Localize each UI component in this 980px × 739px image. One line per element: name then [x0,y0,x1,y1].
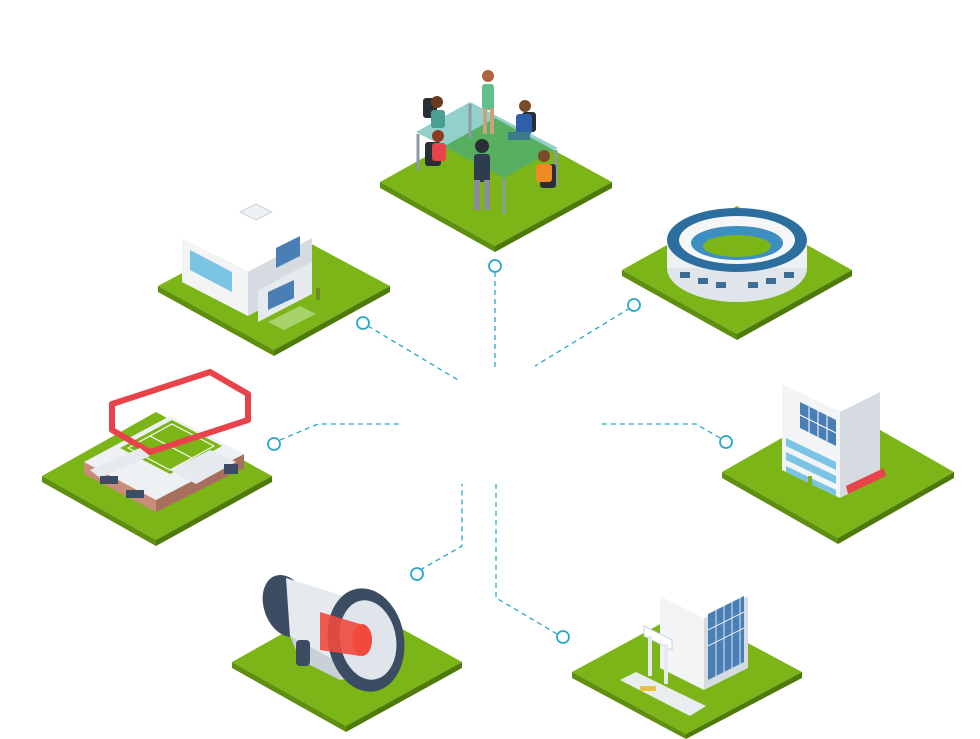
office-tower-icon [722,364,954,544]
megaphone-icon [232,575,462,732]
connectors [279,272,721,635]
corporate-building-icon [572,574,802,739]
node-corporate[interactable] [556,630,570,644]
node-arena[interactable] [267,437,281,451]
node-stadium[interactable] [627,298,641,312]
connector-stadium [534,307,631,367]
football-arena-icon [42,369,272,546]
meeting-room-icon [380,70,612,252]
node-office-tower[interactable] [719,435,733,449]
node-meeting[interactable] [488,259,502,273]
connector-nodes [267,259,733,644]
connector-house [367,325,459,381]
modern-house-icon [158,203,390,356]
connector-office-tower [600,423,721,439]
connector-arena [279,423,402,441]
node-house[interactable] [356,316,370,330]
connector-corporate [495,484,558,635]
node-megaphone[interactable] [410,567,424,581]
connector-megaphone [419,484,463,571]
round-stadium-icon [622,206,852,340]
